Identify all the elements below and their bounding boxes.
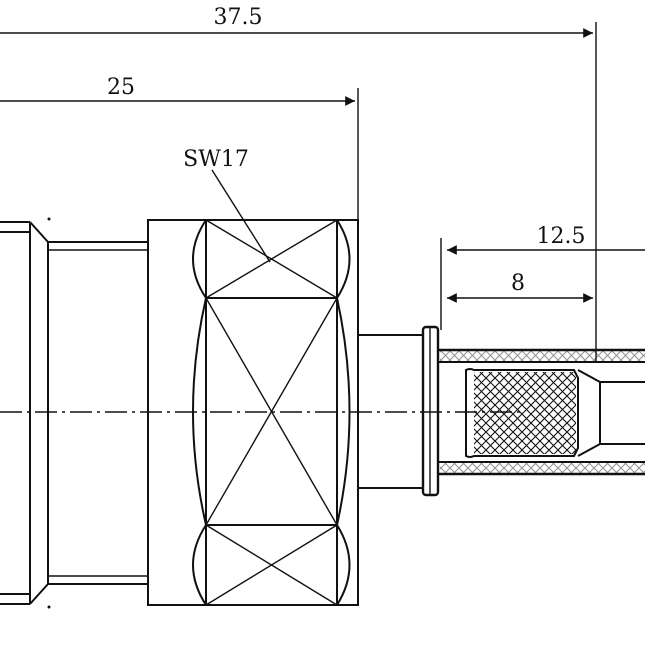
crimp-flange (421, 325, 440, 497)
dimension-cable-strip-short: 8 (447, 271, 593, 303)
dimension-label-8: 8 (511, 271, 525, 296)
connector-interface-body (0, 217, 148, 609)
crimp-sleeve (438, 348, 645, 476)
cable-braid-knurl (465, 368, 645, 458)
wrench-size-label: SW17 (183, 147, 249, 172)
wrench-size-callout: SW17 (183, 147, 271, 263)
dimension-cable-strip-long: 12.5 (440, 224, 645, 330)
dimension-body-length: 25 (0, 75, 359, 222)
dimension-label-12-5: 12.5 (537, 224, 586, 249)
dimension-overall-length: 37.5 (0, 5, 597, 362)
dimension-label-37-5: 37.5 (214, 5, 263, 30)
dimension-label-25: 25 (107, 75, 135, 100)
